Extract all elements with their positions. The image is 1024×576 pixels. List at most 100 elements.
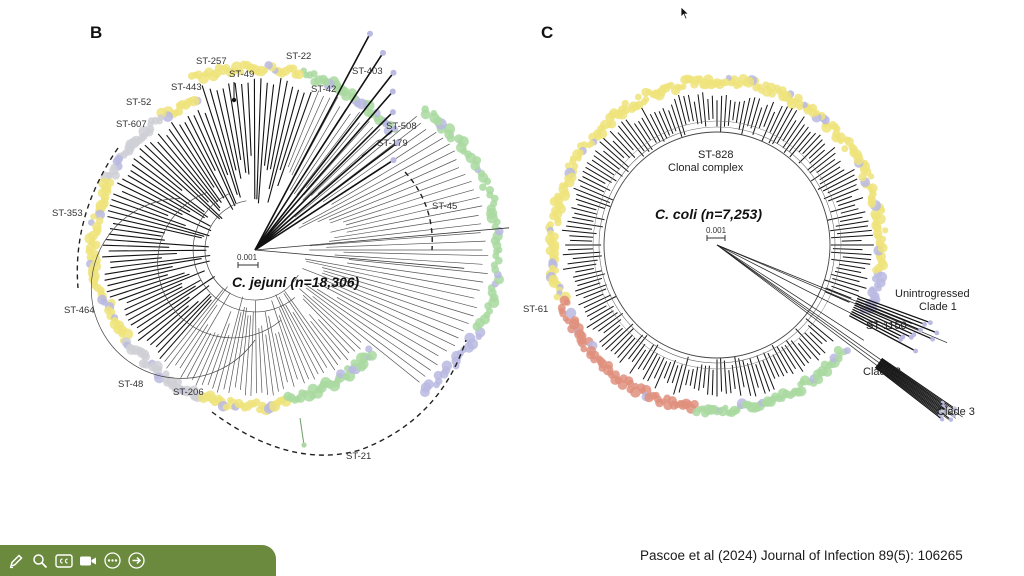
clade1-tip (913, 348, 918, 354)
branch (121, 190, 212, 232)
branch (824, 291, 850, 303)
tip-cluster (121, 328, 134, 340)
branch (734, 356, 742, 396)
tip-cluster (869, 286, 876, 293)
long-branch-tip (380, 49, 386, 56)
closed-captions-icon[interactable] (54, 551, 74, 571)
mouse-cursor-icon (680, 6, 690, 20)
branch (654, 361, 668, 389)
branch (261, 325, 269, 396)
label-st443: ST-443 (171, 82, 202, 93)
clade3-branch (875, 366, 941, 417)
long-branch (254, 227, 510, 251)
branch (294, 116, 417, 218)
branch (292, 312, 328, 368)
branch (310, 320, 341, 360)
branch (305, 258, 480, 291)
branch (654, 111, 668, 139)
clade3-branch (874, 367, 943, 420)
branch (195, 333, 219, 386)
branch (193, 115, 236, 207)
branch (594, 150, 620, 170)
branch (109, 204, 210, 237)
branch (750, 98, 761, 129)
branch (263, 84, 275, 166)
branch (323, 270, 474, 317)
branch (827, 178, 858, 194)
branch (287, 90, 320, 168)
clade3-branch (880, 359, 943, 404)
branch (697, 94, 703, 124)
pen-icon[interactable] (6, 551, 26, 571)
jejuni-tip-bands (84, 60, 504, 416)
clade1-tip (930, 336, 935, 342)
branch (137, 296, 190, 335)
tip-cluster (553, 293, 561, 301)
branch (164, 289, 224, 362)
zoom-icon[interactable] (30, 551, 50, 571)
branch (187, 115, 216, 172)
st21-outlier-branch (299, 417, 305, 446)
branch (728, 370, 732, 394)
branch (311, 128, 381, 196)
branch (168, 128, 222, 204)
branch (804, 332, 826, 354)
coli-inner-circle (603, 131, 831, 359)
branch (649, 113, 665, 142)
branch (723, 94, 727, 127)
tip-cluster (882, 227, 889, 234)
branch (201, 311, 232, 386)
next-arrow-icon[interactable] (126, 551, 146, 571)
tip-cluster (752, 83, 761, 92)
branch (758, 104, 768, 129)
tip-cluster (85, 247, 94, 255)
jejuni-scale-label: 0.001 (237, 253, 258, 262)
branch (841, 240, 862, 242)
branch (768, 106, 788, 144)
branch (832, 278, 867, 289)
clade3-branch (878, 362, 947, 414)
branch (302, 143, 450, 225)
branch (693, 366, 699, 389)
branch (578, 179, 605, 193)
clade-branch (716, 244, 912, 325)
clade3-branch (875, 365, 943, 417)
st179-pointer (361, 145, 376, 157)
branch (318, 319, 350, 354)
branch (827, 211, 866, 221)
branch (617, 337, 636, 358)
clade1-branch (856, 300, 938, 334)
branch (840, 208, 859, 214)
clade1-tip (898, 337, 904, 342)
branch (118, 273, 190, 301)
branch (149, 142, 209, 203)
branch (666, 359, 676, 384)
branch (264, 311, 279, 392)
branch (809, 152, 836, 174)
branch (298, 150, 455, 229)
tip-cluster (554, 218, 562, 227)
branch (637, 344, 655, 370)
more-icon[interactable] (102, 551, 122, 571)
tip-cluster (111, 171, 120, 180)
branch (668, 110, 677, 132)
branch (222, 88, 242, 179)
branch (345, 189, 474, 226)
branch (662, 108, 674, 134)
branch (618, 125, 645, 157)
branch (805, 318, 834, 342)
clade3-branch (879, 361, 955, 416)
camera-icon[interactable] (78, 551, 98, 571)
branch (755, 364, 766, 394)
branch (621, 121, 645, 152)
branch (752, 107, 763, 135)
branch (275, 333, 288, 383)
clade3-branch (876, 365, 940, 413)
clade3-tip (952, 407, 957, 413)
branch (782, 120, 797, 142)
branch (838, 197, 864, 207)
branch (720, 358, 723, 392)
branch (317, 282, 448, 352)
branch (749, 358, 759, 388)
